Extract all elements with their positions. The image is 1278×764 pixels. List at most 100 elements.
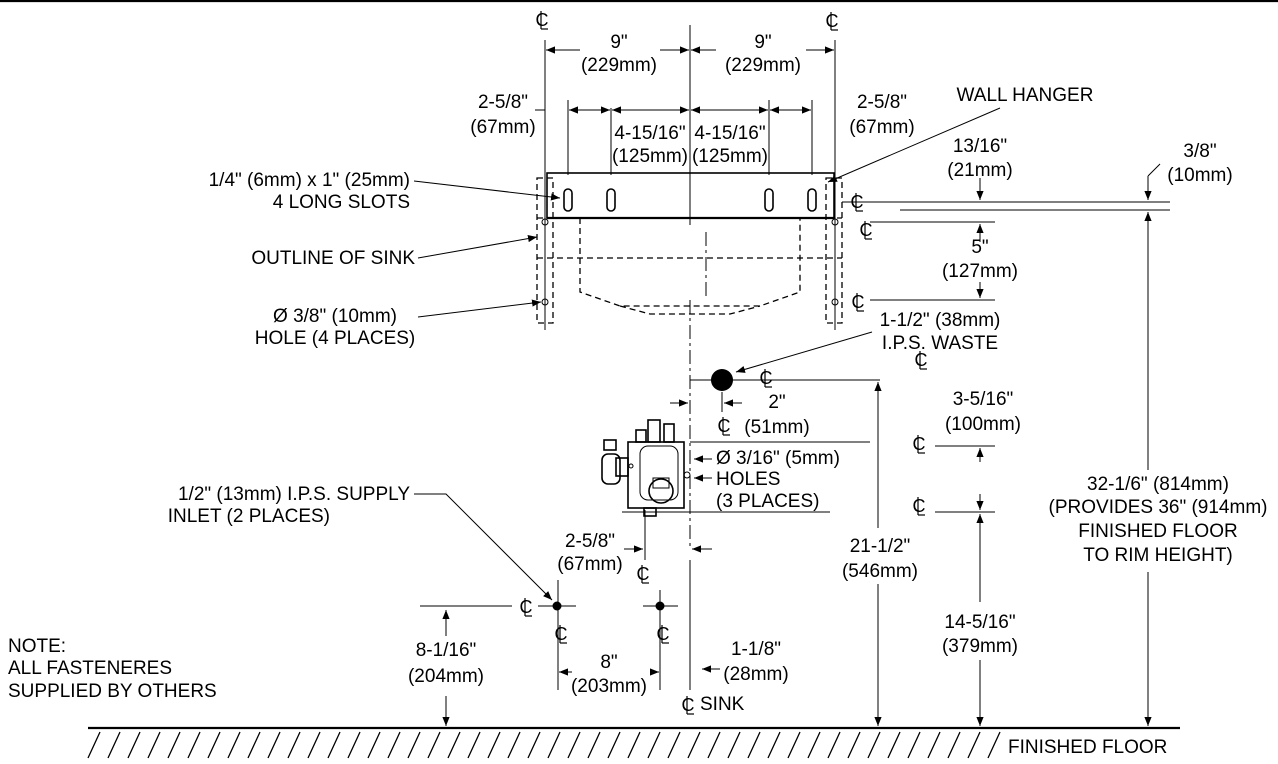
dim-118: 1-1/8" (731, 639, 781, 660)
dim-258-right-mm: (67mm) (849, 117, 914, 138)
outline-sink-leader (417, 235, 538, 259)
waste-label-1: 1-1/2" (38mm) (880, 310, 1001, 331)
note-line-1: NOTE: (8, 636, 66, 657)
slots-label-2: 4 LONG SLOTS (273, 192, 410, 213)
dim-41516-left: 4-15/16" (614, 123, 685, 144)
dim-41516-right: 4-15/16" (694, 123, 765, 144)
hatch-line (827, 731, 841, 759)
hatch-line (867, 731, 881, 759)
hatch-line (107, 731, 121, 759)
hatch-line (687, 731, 701, 759)
dim-258-low: 2-5/8" (565, 531, 615, 552)
slots-label-1: 1/4" (6mm) x 1" (25mm) (209, 170, 410, 191)
hatch-line (667, 731, 681, 759)
hatch-line (307, 731, 321, 759)
hatch-line (287, 731, 301, 759)
hatch-line (647, 731, 661, 759)
waste-label-2: I.P.S. WASTE (882, 333, 998, 354)
hatch-line (387, 731, 401, 759)
dim-258-left: 2-5/8" (478, 92, 528, 113)
dim-38: 3/8" (1183, 141, 1216, 162)
dim-2-mm: (51mm) (744, 417, 809, 438)
dim-258-left-mm: (67mm) (470, 117, 535, 138)
hatch-line (347, 731, 361, 759)
supply-label-1: 1/2" (13mm) I.P.S. SUPPLY (178, 484, 410, 505)
dim-9-right: 9" (754, 32, 771, 53)
hole-label-1: Ø 3/8" (10mm) (273, 306, 397, 327)
hatch-line (487, 731, 501, 759)
hatch-line (247, 731, 261, 759)
dim-1316: 13/16" (953, 136, 1007, 157)
hatch-line (167, 731, 181, 759)
dim-9-left: 9" (610, 32, 627, 53)
sink-label: SINK (700, 694, 745, 715)
hatch-line (987, 731, 1001, 759)
holes3-label-3: (3 PLACES) (716, 491, 819, 512)
waste-leader (735, 331, 873, 373)
note-line-3: SUPPLIED BY OTHERS (8, 681, 217, 702)
hatch-line (767, 731, 781, 759)
reference-lines-right (842, 163, 1170, 301)
hatch-line (87, 731, 101, 759)
dim-118-mm: (28mm) (723, 664, 788, 685)
dim-5-mm: (127mm) (942, 261, 1018, 282)
sink-outline (536, 177, 843, 324)
hatch-line (807, 731, 821, 759)
dim-3216-label-1: 32-1/6" (814mm) (1087, 474, 1229, 495)
hatch-line (367, 731, 381, 759)
hatch-line (507, 731, 521, 759)
dim-9-left-mm: (229mm) (581, 55, 657, 76)
hatch-line (907, 731, 921, 759)
hatch-line (467, 731, 481, 759)
hatch-line (887, 731, 901, 759)
dim-2112: 21-1/2" (850, 536, 911, 557)
hatch-line (727, 731, 741, 759)
dim-3516: 3-5/16" (953, 389, 1014, 410)
hatch-line (267, 731, 281, 759)
extension-lines (544, 25, 836, 690)
finished-floor-label: FINISHED FLOOR (1008, 737, 1167, 758)
hatch-line (527, 731, 541, 759)
hatch-line (147, 731, 161, 759)
hole-leader (417, 299, 542, 318)
outline-sink-label: OUTLINE OF SINK (251, 248, 415, 269)
hatch-line (747, 731, 761, 759)
slots-leader (413, 180, 561, 201)
dim-8: 8" (600, 652, 617, 673)
hatch-line (187, 731, 201, 759)
hatch-line (707, 731, 721, 759)
dim-2: 2" (768, 392, 785, 413)
wall-hanger-label: WALL HANGER (957, 85, 1094, 106)
dim-5: 5" (971, 237, 988, 258)
floor-hatching (87, 731, 1001, 759)
dim-3216-label-4: TO RIM HEIGHT) (1083, 545, 1233, 566)
hatch-line (327, 731, 341, 759)
supply-leader (414, 493, 553, 601)
dim-1316-mm: (21mm) (947, 160, 1012, 181)
holes3-label-2: HOLES (716, 469, 780, 490)
hatch-line (967, 731, 981, 759)
hatch-line (587, 731, 601, 759)
dim-14516-mm: (379mm) (942, 636, 1018, 657)
hatch-line (787, 731, 801, 759)
wall-hanger-leader (827, 107, 1001, 183)
dim-2112-mm: (546mm) (842, 561, 918, 582)
dim-3216-label-3: FINISHED FLOOR (1078, 521, 1237, 542)
dimension-9in (546, 34, 834, 78)
dim-8116: 8-1/16" (416, 640, 477, 661)
dim-9-right-mm: (229mm) (725, 55, 801, 76)
dim-8116-mm: (204mm) (408, 666, 484, 687)
hatch-line (567, 731, 581, 759)
mixing-valve (601, 419, 691, 517)
note-line-2: ALL FASTENERES (8, 658, 172, 679)
hatch-line (927, 731, 941, 759)
dim-3516-mm: (100mm) (945, 414, 1021, 435)
holes3-label-1: Ø 3/16" (5mm) (716, 448, 840, 469)
hatch-line (627, 731, 641, 759)
centerline-symbols (518, 9, 929, 716)
hatch-line (407, 731, 421, 759)
hatch-line (607, 731, 621, 759)
dim-38-mm: (10mm) (1167, 165, 1232, 186)
hatch-line (547, 731, 561, 759)
